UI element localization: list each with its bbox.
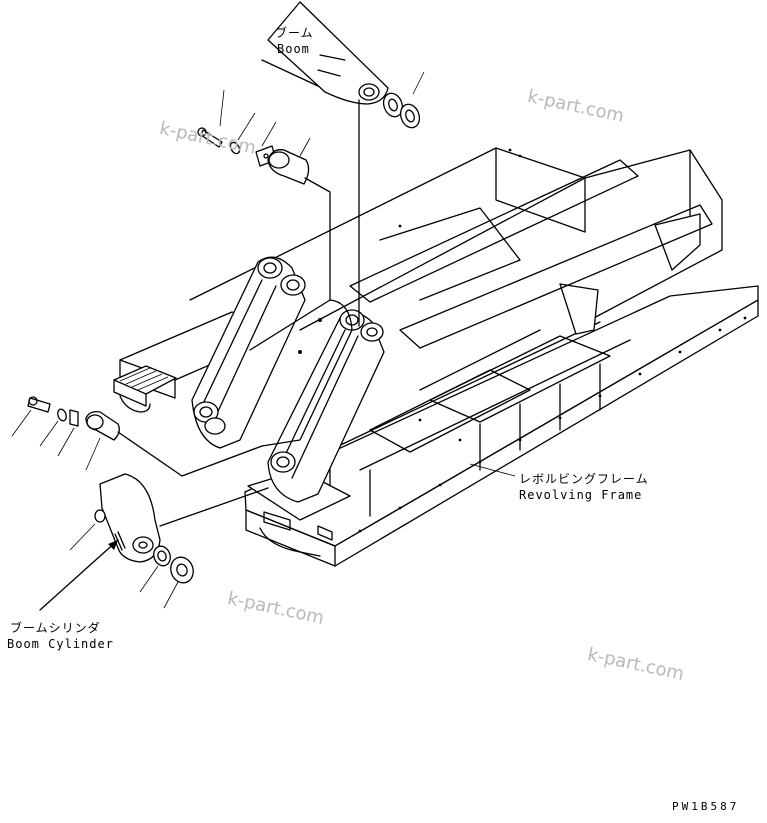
boom-shims xyxy=(382,71,425,129)
boom-label-jp: ブーム xyxy=(275,26,314,40)
boom-cylinder-label-en: Boom Cylinder xyxy=(7,637,114,651)
cylinder-foot-pin-set xyxy=(11,396,263,477)
boom-foot-pin-set xyxy=(197,89,331,291)
boom-end xyxy=(261,1,389,105)
revolving-frame-label-en: Revolving Frame xyxy=(519,488,643,502)
step-grate xyxy=(113,365,177,413)
boom-label-en: Boom xyxy=(277,42,310,56)
drawing-code: PW1B587 xyxy=(672,800,740,813)
boom-cylinder-end xyxy=(39,473,269,611)
revolving-frame xyxy=(113,147,759,567)
revolving-frame-label-jp: レボルビングフレーム xyxy=(519,472,649,486)
boom-cylinder-label-jp: ブームシリンダ xyxy=(10,621,101,635)
boom-brackets xyxy=(191,256,385,503)
